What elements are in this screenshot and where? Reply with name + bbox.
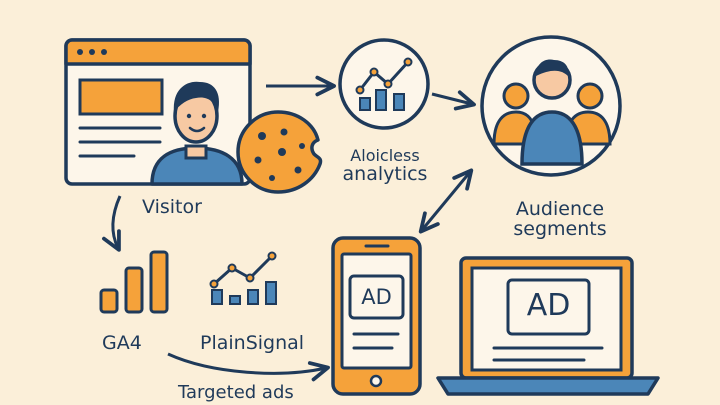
ga4-bar-chart-icon bbox=[99, 250, 169, 314]
visitor-avatar-icon bbox=[150, 81, 244, 186]
audience-label-line1: Audience bbox=[515, 198, 605, 220]
laptop-ad-text: AD bbox=[526, 288, 571, 323]
laptop-icon bbox=[436, 256, 660, 396]
cookieless-analytics-label: Aloicless analytics bbox=[330, 146, 440, 185]
visitor-label: Visitor bbox=[142, 196, 202, 218]
cookie-icon bbox=[236, 110, 323, 194]
flow-arrows bbox=[102, 75, 476, 382]
targeted-ads-label: Targeted ads bbox=[178, 382, 294, 403]
cookieless-label-line1: Aloicless bbox=[350, 146, 420, 165]
analytics-chart-icon bbox=[338, 38, 430, 130]
smartphone-icon bbox=[331, 236, 422, 396]
browser-window-icon bbox=[64, 38, 252, 186]
audience-segments-label: Audience segments bbox=[498, 198, 622, 240]
cookieless-label-line2: analytics bbox=[342, 162, 428, 185]
phone-ad-text: AD bbox=[361, 285, 392, 309]
audience-group-icon bbox=[480, 35, 622, 177]
ga4-label: GA4 bbox=[102, 332, 142, 354]
plainsignal-label: PlainSignal bbox=[200, 332, 305, 354]
plainsignal-chart-icon bbox=[209, 251, 277, 305]
audience-label-line2: segments bbox=[513, 217, 607, 240]
